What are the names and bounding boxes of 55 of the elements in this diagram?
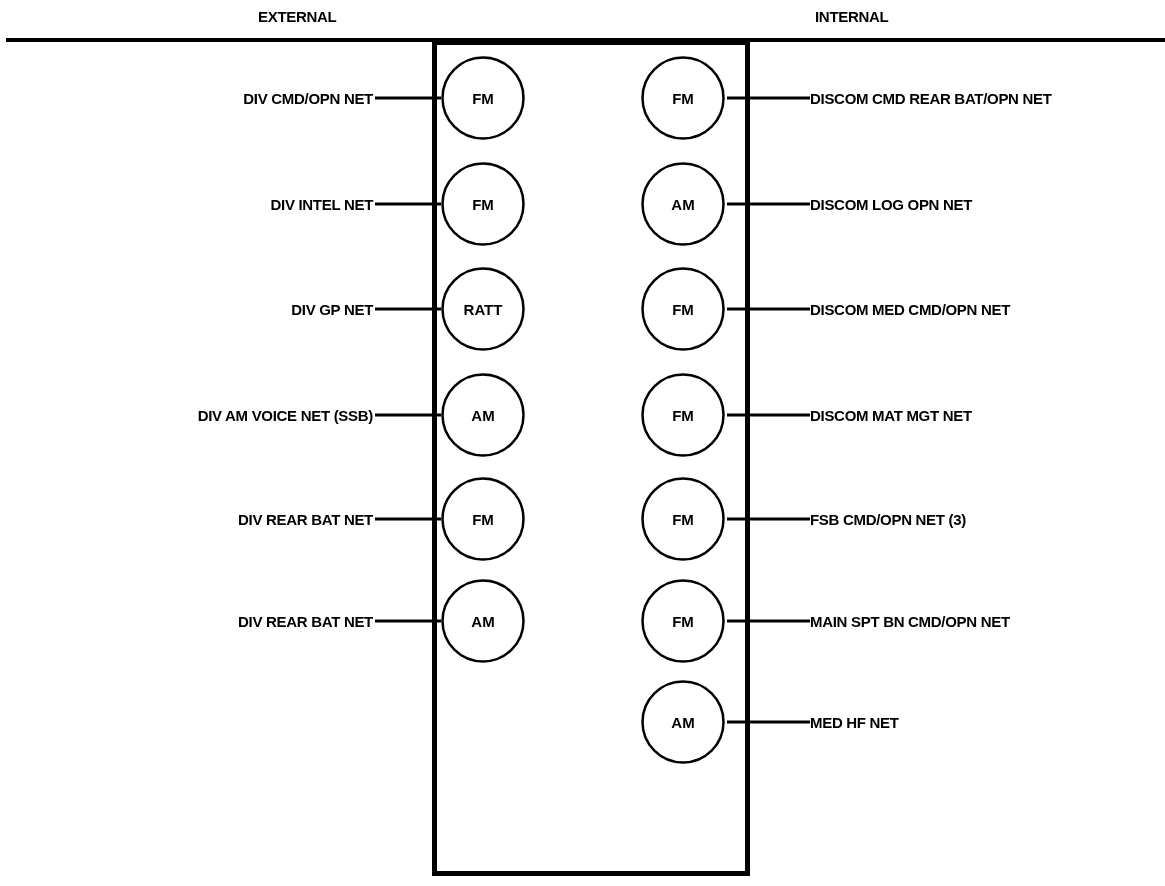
net-name: DIV CMD/OPN NET xyxy=(243,89,373,107)
radio-circle xyxy=(641,56,725,140)
section-heading: INTERNAL xyxy=(815,8,889,25)
net-name: DISCOM MED CMD/OPN NET xyxy=(810,300,1011,318)
radio-circle xyxy=(441,373,525,457)
connector-line xyxy=(375,517,441,521)
radio-type: AM xyxy=(471,612,495,630)
net-name: DIV GP NET xyxy=(291,300,373,318)
radio-circle xyxy=(641,477,725,561)
radio-type: FM xyxy=(472,510,494,528)
radio-type: AM xyxy=(471,406,495,424)
radio-type: AM xyxy=(671,195,695,213)
section-heading: EXTERNAL xyxy=(258,8,337,25)
radio-circle xyxy=(441,267,525,351)
connector-line xyxy=(727,202,810,206)
connector-line xyxy=(375,202,441,206)
radio-type: FM xyxy=(672,300,694,318)
connector-line xyxy=(727,517,810,521)
radio-type: AM xyxy=(671,713,695,731)
connector-line xyxy=(727,413,810,417)
net-name: DISCOM CMD REAR BAT/OPN NET xyxy=(810,89,1052,107)
radio-circle xyxy=(441,162,525,246)
net-name: MED HF NET xyxy=(810,713,899,731)
radio-type: FM xyxy=(472,195,494,213)
net-name: DIV REAR BAT NET xyxy=(238,510,373,528)
radio-circle xyxy=(441,477,525,561)
radio-circle xyxy=(641,267,725,351)
connector-line xyxy=(375,96,441,100)
radio-circle xyxy=(641,373,725,457)
net-name: DIV INTEL NET xyxy=(270,195,373,213)
radio-type: RATT xyxy=(463,300,503,318)
radio-type: FM xyxy=(672,510,694,528)
radio-circle xyxy=(441,579,525,663)
connector-line xyxy=(375,307,441,311)
net-name: MAIN SPT BN CMD/OPN NET xyxy=(810,612,1010,630)
radio-circle xyxy=(641,162,725,246)
net-name: DISCOM MAT MGT NET xyxy=(810,406,972,424)
station-box xyxy=(432,40,750,876)
radio-type: FM xyxy=(672,612,694,630)
connector-line xyxy=(375,413,441,417)
radio-type: FM xyxy=(672,406,694,424)
radio-type: FM xyxy=(672,89,694,107)
connector-line xyxy=(375,619,441,623)
connector-line xyxy=(727,619,810,623)
connector-line xyxy=(727,720,810,724)
radio-circle xyxy=(641,680,725,764)
radio-type: FM xyxy=(472,89,494,107)
net-name: DISCOM LOG OPN NET xyxy=(810,195,973,213)
radio-circle xyxy=(441,56,525,140)
connector-line xyxy=(727,307,810,311)
connector-line xyxy=(727,96,810,100)
net-name: DIV AM VOICE NET (SSB) xyxy=(197,406,373,424)
net-name: DIV REAR BAT NET xyxy=(238,612,373,630)
net-name: FSB CMD/OPN NET (3) xyxy=(810,510,966,528)
radio-circle xyxy=(641,579,725,663)
